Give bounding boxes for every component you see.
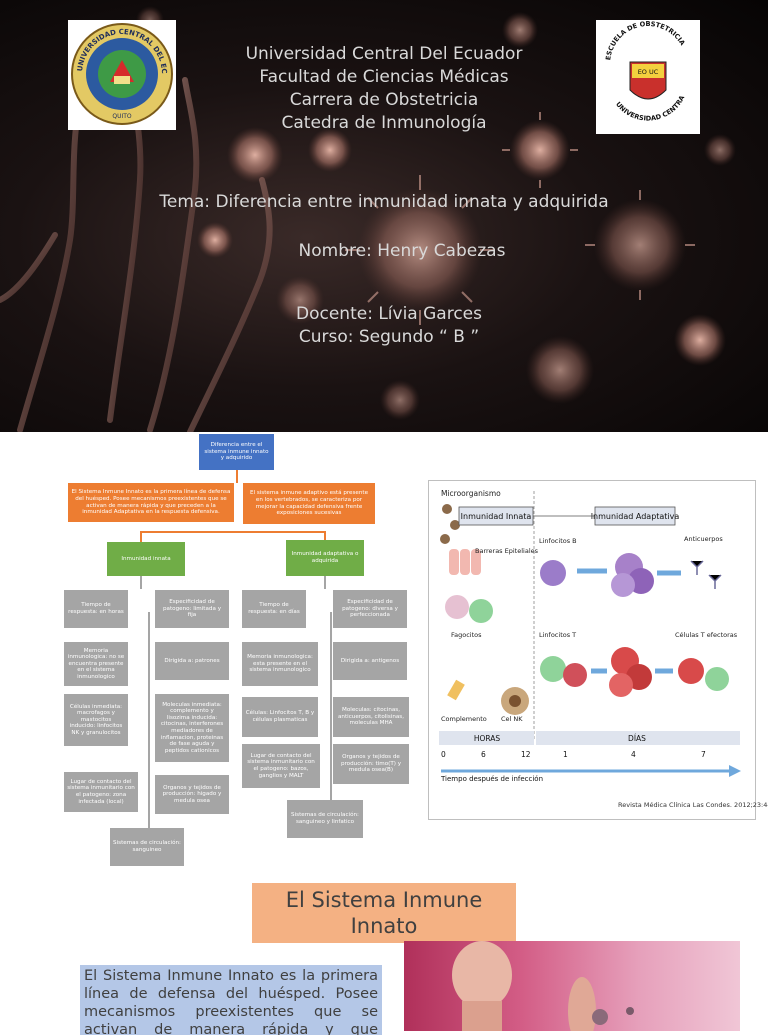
innate-system-slide: El Sistema Inmune Innato El Sistema Inmu…	[0, 872, 768, 1035]
innate-circulation: Sistemas de circulación: sanguineo	[110, 828, 184, 866]
adaptive-definition: El sistema inmune adaptivo está presente…	[243, 483, 375, 524]
connector	[324, 575, 326, 589]
tick-label: 0	[441, 750, 446, 759]
nk-cell-icon	[501, 687, 529, 715]
header-line: Universidad Central Del Ecuador	[245, 44, 523, 64]
microorganism-label: Microorganismo	[441, 489, 501, 498]
nk-cell-label: Cel NK	[501, 715, 523, 723]
time-arrow-head	[729, 765, 741, 777]
b-lymphocytes-label: Linfocitos B	[539, 537, 577, 545]
b-lymphocyte-icon	[540, 560, 566, 586]
effector-t-cell-icon	[678, 658, 729, 691]
b-cell-expansion-icon	[611, 553, 654, 597]
map-root: Diferencia entre el sistema inmune innat…	[199, 434, 274, 470]
complement-icon	[447, 679, 465, 701]
adaptive-contact-site: Lugar de contacto del sistema inmunitari…	[242, 744, 320, 788]
innate-memory: Memoria inmunologica: no se encuentra pr…	[64, 642, 128, 686]
phagocytes-label: Fagocitos	[451, 631, 482, 639]
author-name: Nombre: Henry Cabezas	[298, 241, 506, 261]
tick-label: 6	[481, 750, 486, 759]
adaptive-memory: Memoria inmunologica: esta presente en e…	[242, 642, 318, 686]
adaptive-cells: Células: Linfocitos T, B y células plasm…	[242, 697, 318, 737]
virus-background-illustration	[0, 6, 736, 432]
tick-label: 4	[631, 750, 636, 759]
obstetrics-school-logo: ESCUELA DE OBSTETRICIA EO UC UNIVERSIDAD…	[594, 14, 700, 134]
connector	[324, 531, 326, 545]
innate-directed: Dirigida a: patrones	[155, 642, 229, 680]
connector	[140, 531, 142, 545]
topic-line: Tema: Diferencia entre inmunidad innata …	[159, 192, 609, 212]
epithelial-barrier-icon	[449, 549, 481, 575]
innate-definition: El Sistema Inmune Innato es la primera l…	[68, 483, 234, 522]
connector	[330, 612, 332, 802]
effector-t-cells-label: Células T efectoras	[675, 631, 738, 639]
microorganism-icon	[440, 504, 460, 544]
tick-label: 12	[521, 750, 531, 759]
connector	[140, 575, 142, 589]
days-band: DÍAS	[628, 734, 646, 743]
innate-cells: Células inmediata: macrofagos y mastocit…	[64, 694, 128, 746]
antibodies-label: Anticuerpos	[684, 535, 723, 543]
innate-response-time: Tiempo de respuesta: en horas	[64, 590, 128, 628]
innate-specificity: Especificidad de patogeno: limitada y fi…	[155, 590, 229, 628]
antibodies-icon	[690, 560, 722, 589]
adaptive-response-time: Tiempo de respuesta: en días	[242, 590, 306, 628]
virus-particles	[136, 6, 736, 420]
human-figure-image	[404, 941, 740, 1031]
connector	[236, 469, 238, 483]
university-logo: UNIVERSIDAD CENTRAL DEL ECUADOR QUITO	[65, 14, 176, 130]
institution-header: Universidad Central Del Ecuador Facultad…	[0, 43, 768, 135]
obstetrics-logo-shield-text: EO UC	[638, 68, 659, 76]
t-lymphocyte-icon	[540, 656, 587, 687]
virus-spikes	[345, 112, 695, 325]
time-axis-label: Tiempo después de infección	[440, 775, 543, 783]
adaptive-specificity: Especificidad de patogeno: diversa y per…	[333, 590, 407, 628]
header-line: Catedra de Inmunología	[281, 113, 487, 133]
title-slide: UNIVERSIDAD CENTRAL DEL ECUADOR QUITO ES…	[0, 0, 768, 432]
course-name: Curso: Segundo “ B ”	[298, 327, 480, 347]
adaptive-organs: Organos y tejidos de producción: timo(T)…	[333, 744, 409, 784]
connector	[148, 612, 150, 842]
hours-band: HORAS	[474, 734, 501, 743]
tick-label: 1	[563, 750, 568, 759]
t-cell-expansion-icon	[609, 647, 652, 697]
immunity-timeline-figure: Microorganismo Inmunidad Innata Inmunida…	[428, 480, 756, 820]
adaptive-circulation: Sistemas de circulación: sanguineo y lin…	[287, 800, 363, 838]
adaptive-directed: Dirigida a: antigenos	[333, 642, 407, 680]
university-logo-city: QUITO	[112, 113, 132, 120]
slide-title: El Sistema Inmune Innato	[252, 883, 516, 943]
header-line: Facultad de Ciencias Médicas	[259, 67, 509, 87]
barriers-label: Barreras Epiteliales	[475, 547, 539, 555]
figure-caption: Revista Médica Clínica Las Condes. 2012;…	[618, 801, 768, 809]
complement-label: Complemento	[441, 715, 487, 723]
innate-immunity-header: Inmunidad Innata	[461, 512, 532, 521]
innate-molecules: Moleculas inmediata: complemento y lisoz…	[155, 694, 229, 762]
t-lymphocytes-label: Linfocitos T	[539, 631, 576, 639]
adaptive-immunity-node: Inmunidad adaptativa o adquirida	[286, 540, 364, 576]
adaptive-immunity-header: Inmunidad Adaptativa	[591, 512, 680, 521]
header-line: Carrera de Obstetricia	[289, 90, 479, 110]
slide-body-text: El Sistema Inmune Innato es la primera l…	[80, 965, 382, 1035]
innate-immunity-node: Inmunidad innata	[107, 542, 185, 576]
connector	[140, 531, 326, 533]
innate-contact-site: Lugar de contacto del sistema inmunitari…	[64, 772, 138, 812]
tick-label: 7	[701, 750, 706, 759]
innate-organs: Organos y tejidos de producción: higado …	[155, 775, 229, 814]
adaptive-molecules: Moleculas: citocinas, anticuerpos, citol…	[333, 697, 409, 737]
phagocyte-icon	[445, 595, 493, 623]
concept-map-slide: Diferencia entre el sistema inmune innat…	[0, 432, 768, 872]
teacher-name: Docente: Lívia Garces	[296, 304, 482, 324]
